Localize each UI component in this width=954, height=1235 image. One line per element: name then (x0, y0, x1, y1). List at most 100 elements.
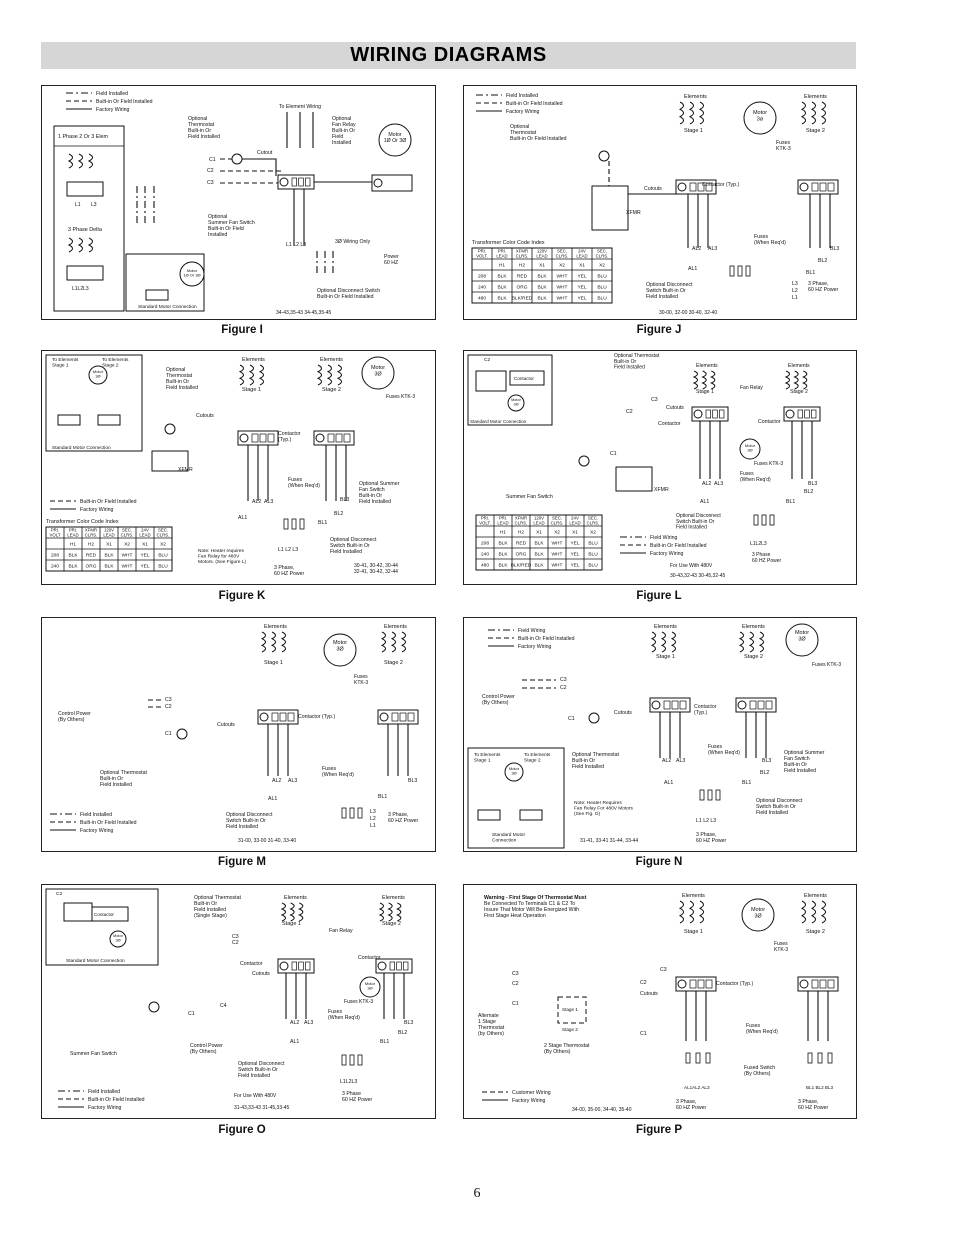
diagram-label: Fuses(When Req'd) (708, 744, 740, 756)
table-cell: X1 (579, 262, 585, 268)
diagram-label: C1 (209, 157, 216, 163)
table-cell: X2 (554, 529, 560, 535)
contact-terminal (819, 182, 827, 192)
fuse-icon (291, 518, 297, 530)
diagram-label: C2 (484, 357, 490, 363)
table-cell: BLK (537, 295, 547, 301)
diagram-label: Elements (242, 357, 265, 363)
diagram-label: AL1 (268, 796, 277, 802)
terminal-block (477, 809, 501, 821)
diagram-label: AL1 (700, 499, 709, 505)
contactor-block (509, 370, 545, 386)
heating-element-icon (784, 370, 790, 390)
diagram-label: BL1 (786, 499, 795, 505)
figure-k-caption: Figure K (218, 590, 266, 602)
diagram-label: C3 (651, 397, 658, 403)
fuse-icon (715, 789, 721, 801)
diagram-label: 3 Phase,60 HZ Power (696, 832, 727, 844)
heating-element-icon (670, 631, 676, 653)
diagram-label: AL3 (714, 481, 723, 487)
table-header: PRI.VOLT (50, 528, 61, 538)
contact-terminal (810, 409, 817, 419)
heating-element-icon (688, 900, 694, 924)
diagram-label: C1 (165, 731, 172, 737)
contact-terminal (797, 409, 804, 419)
table-cell: BLU (588, 551, 598, 557)
heating-element-icon (802, 370, 808, 390)
table-cell: H2 (518, 529, 524, 535)
diagram-label: Contactor (Typ.) (298, 714, 335, 720)
contact-terminal (671, 700, 679, 710)
diagram-label: Cutouts (666, 405, 684, 411)
diagram-label: Factory Wiring (80, 507, 114, 513)
terminal-block (66, 265, 104, 281)
motor-icon (88, 365, 108, 385)
diagram-label: L1L2L3 (340, 1079, 357, 1085)
contact-terminal (271, 712, 279, 722)
diagram-label: Fuses(When Req'd) (288, 477, 320, 489)
heating-element-icon (710, 370, 716, 390)
diagram-label: BL2 (818, 258, 827, 264)
diagram-label: C3 (165, 697, 172, 703)
diagram-label: XFMR (654, 487, 669, 493)
table-cell: RED (516, 540, 527, 546)
table-header: SEC.CLRS. (551, 516, 564, 526)
contact-terminal (291, 961, 298, 971)
diagram-label: L1 (370, 823, 376, 829)
table-cell: WHT (557, 284, 568, 290)
heating-element-icon (692, 370, 698, 390)
contact-terminal (251, 433, 259, 443)
diagram-label: Elements (284, 895, 307, 901)
diagram-label: L1 (75, 202, 81, 208)
diagram-label: BL2 (760, 770, 769, 776)
table-cell: X2 (124, 541, 130, 547)
diagram-label: Factory Wiring (88, 1105, 122, 1111)
table-cell: X2 (160, 541, 166, 547)
table-cell: H1 (499, 262, 505, 268)
diagram-label: Elements (742, 624, 765, 630)
contact-terminal (304, 961, 311, 971)
diagram-label: Summer Fan Switch (506, 494, 553, 500)
contactor-coil-icon (677, 979, 687, 989)
contact-terminal (396, 961, 402, 971)
table-cell: YEL (577, 273, 586, 279)
terminal-block (66, 181, 104, 197)
transformer-block (591, 185, 629, 231)
terminal-block (475, 370, 507, 392)
contact-terminal (757, 700, 765, 710)
diagram-label: L1L2L3 (750, 541, 767, 547)
table-cell: BLK (68, 563, 78, 569)
thermostat-icon (176, 728, 188, 740)
diagram-label: L3 (792, 281, 798, 287)
diagram-label: To Element Wiring (279, 104, 321, 110)
heating-element-icon (280, 902, 286, 922)
heating-element-icon (678, 101, 684, 125)
contact-terminal (389, 961, 396, 971)
diagram-label: L1 L2 L3 (278, 547, 298, 553)
contactor-block (797, 179, 839, 195)
terminal-block (519, 809, 543, 821)
heating-element-icon (248, 364, 254, 386)
diagram-label: Built-in Or Field Installed (518, 636, 575, 642)
diagram-label: BL3 (808, 481, 817, 487)
diagram-label: Stage 1 (684, 929, 703, 935)
fuse-icon (729, 265, 735, 277)
table-cell: BLU (597, 284, 607, 290)
heating-element-icon (87, 153, 93, 169)
table-cell: BLK (498, 540, 508, 546)
